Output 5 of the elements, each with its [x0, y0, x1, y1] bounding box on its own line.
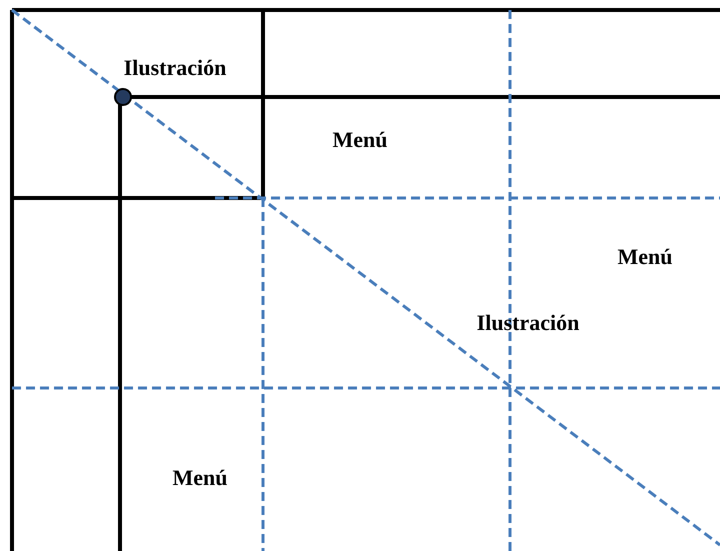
area-label: Menú: [618, 246, 672, 268]
area-label: Ilustración: [124, 57, 226, 79]
area-label: Menú: [172, 467, 228, 489]
area-label: Ilustración: [476, 312, 580, 334]
area-label: Menú: [332, 129, 388, 151]
